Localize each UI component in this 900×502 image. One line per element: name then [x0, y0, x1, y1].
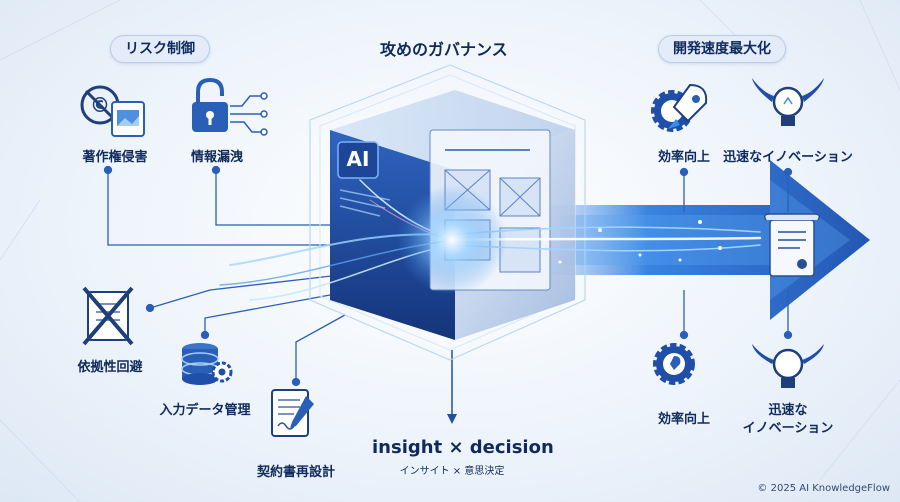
padlock-icon: [192, 77, 228, 132]
left-connectors: [103, 165, 360, 387]
sparkle-dots: [268, 220, 722, 292]
gear-icon: [211, 361, 233, 383]
right-connectors: [679, 167, 793, 340]
contract-pen-icon: [271, 389, 314, 437]
down-arrow: [447, 350, 457, 424]
winged-lightbulb-icon-2: [752, 344, 824, 388]
crossed-document-icon: [82, 286, 134, 346]
dev-speed-pill: 開発速度最大化: [658, 35, 786, 63]
efficiency-top-label: 効率向上: [657, 150, 710, 165]
scroll-document-icon: [763, 213, 821, 277]
innovation-bottom-line2: イノベーション: [742, 421, 834, 436]
risk-control-pill: リスク制御: [110, 35, 210, 63]
gear-rocket-icon-2: [653, 343, 695, 385]
winged-lightbulb-icon: [752, 78, 824, 126]
contract-label: 契約書再設計: [256, 465, 335, 480]
circuit-icon: [230, 92, 268, 136]
efficiency-bottom-label: 効率向上: [657, 412, 710, 427]
insight-decision-text: insight × decision: [372, 437, 554, 458]
innovation-bottom-line1: 迅速な: [768, 403, 808, 418]
leak-label: 情報漏洩: [190, 150, 243, 165]
dependency-label: 依拠性回避: [77, 360, 143, 375]
ai-badge-box: [337, 141, 379, 179]
center-title: 攻めのガバナンス: [380, 40, 508, 59]
copyright-label: 著作権侵害: [82, 150, 148, 165]
core-glow: [397, 185, 507, 295]
innovation-bottom-label: 迅速な イノベーション: [738, 402, 838, 438]
ai-badge-text: AI: [346, 147, 370, 171]
insight-decision-subtext: インサイト × 意思決定: [399, 466, 505, 477]
innovation-top-label: 迅速なイノベーション: [723, 150, 853, 165]
glass-hexagon: [309, 64, 586, 361]
gear-rocket-icon: [651, 83, 708, 132]
image-file-icon: [111, 101, 145, 137]
input-data-label: 入力データ管理: [159, 403, 251, 418]
footer-copyright: © 2025 AI KnowledgeFlow: [757, 483, 890, 494]
database-icon: [181, 343, 219, 385]
